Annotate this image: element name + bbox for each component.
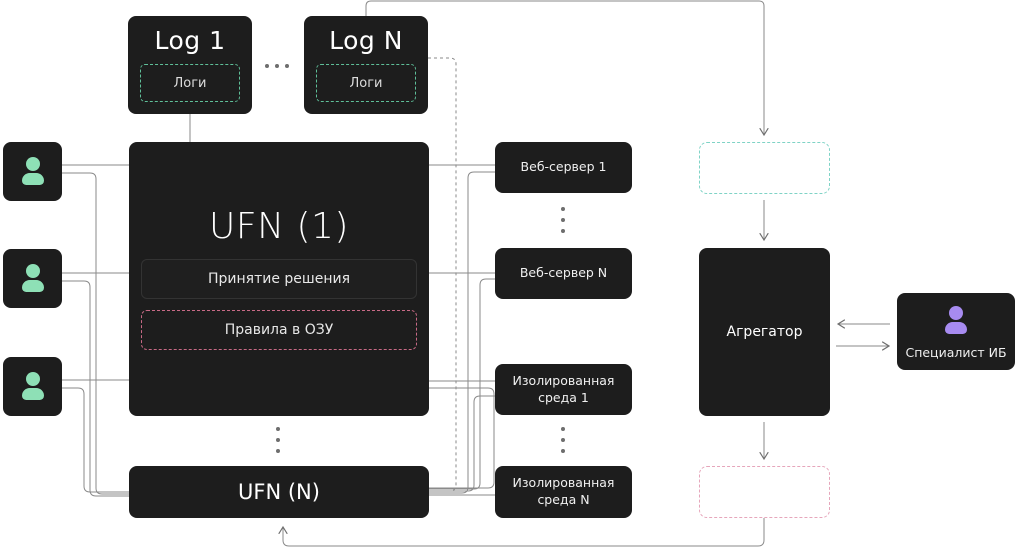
ufn-n-node[interactable]: UFN (N) [129,466,429,518]
logs-storage: Логи [316,64,416,102]
web-server-n-label: Веб-сервер N [519,265,608,281]
ellipsis-dots [276,427,280,453]
ellipsis-dots [265,64,289,68]
web-server-1[interactable]: Веб-сервер 1 [495,142,632,193]
user-icon-body [22,388,44,400]
collector-placeholder [699,142,830,194]
user-icon [26,157,40,171]
isolated-env-label: Изолированная [512,372,615,388]
isolated-env-n[interactable]: Изолированная среда N [495,466,632,518]
user-icon [26,264,40,278]
ufn-1-node[interactable]: UFN (1) Принятие решения Правила в ОЗУ [129,142,429,416]
output-placeholder [699,466,830,518]
user-node-1[interactable] [3,142,62,201]
user-icon-body [22,280,44,292]
specialist-icon [949,306,963,320]
log-box-1[interactable]: Log 1 Логи [128,16,252,114]
decision-block: Принятие решения [141,259,417,299]
isolated-env-1[interactable]: Изолированная среда 1 [495,364,632,415]
log-title: Log N [329,26,403,55]
aggregator-label: Агрегатор [726,324,803,340]
log-box-n[interactable]: Log N Логи [304,16,428,114]
web-server-n[interactable]: Веб-сервер N [495,248,632,299]
specialist-node[interactable]: Специалист ИБ [897,293,1015,370]
ufn-1-title: UFN (1) [209,206,349,247]
ufn-n-title: UFN (N) [238,480,320,504]
dashed-logN-ufnN [428,57,457,492]
isolated-env-label: Изолированная [512,475,615,491]
ellipsis-dots [561,427,565,453]
line-logN-to-collector [365,0,764,135]
rules-block: Правила в ОЗУ [141,310,417,350]
isolated-env-label: среда 1 [538,389,589,405]
user-node-3[interactable] [3,357,62,416]
ellipsis-dots [561,207,565,233]
user-node-2[interactable] [3,249,62,308]
logs-storage: Логи [140,64,240,102]
specialist-icon-body [945,322,967,334]
web-server-1-label: Веб-сервер 1 [520,159,607,175]
user-icon-body [22,173,44,185]
aggregator-node[interactable]: Агрегатор [699,248,830,416]
user-icon [26,372,40,386]
specialist-label: Специалист ИБ [905,345,1007,360]
isolated-env-label: среда N [537,492,590,507]
log-title: Log 1 [154,26,226,55]
